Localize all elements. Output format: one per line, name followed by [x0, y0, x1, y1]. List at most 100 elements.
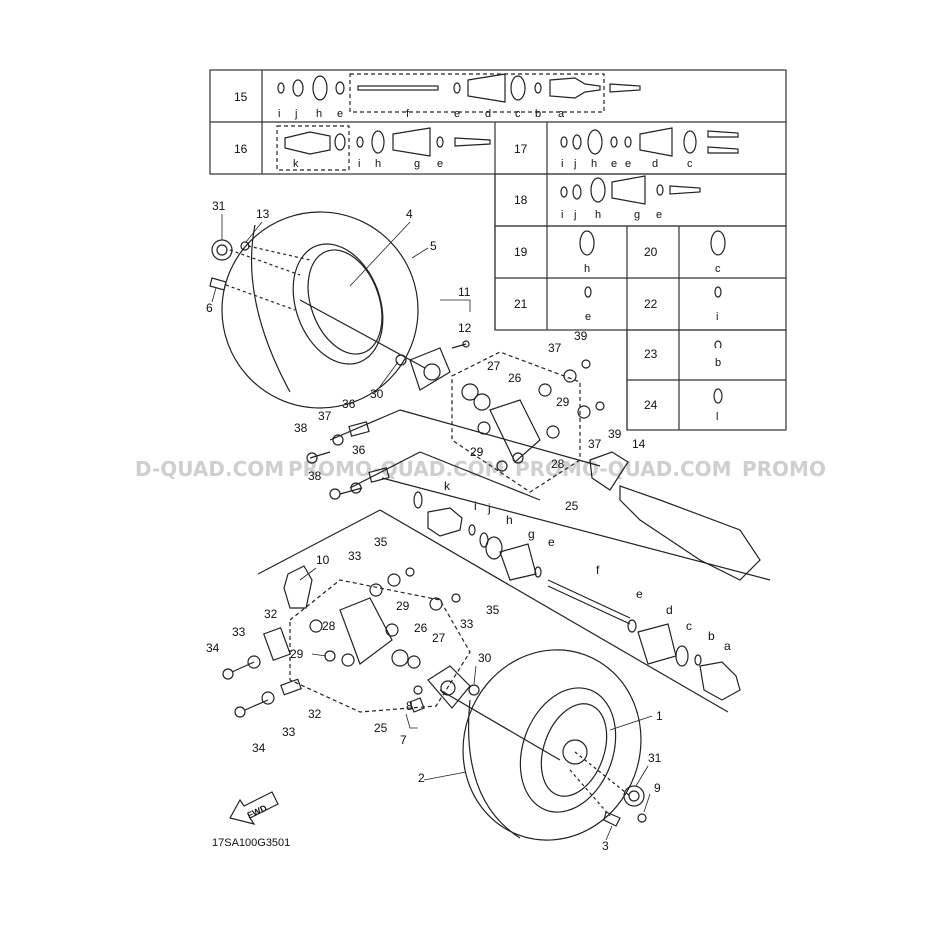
callout-4: 4	[406, 207, 413, 221]
lower-arm-assembly	[222, 565, 561, 761]
callout-33-a: 33	[348, 549, 362, 563]
callout-35-b: 35	[486, 603, 500, 617]
callout-j: j	[487, 501, 491, 515]
callout-26-top: 26	[508, 371, 522, 385]
callout-34-b: 34	[252, 741, 266, 755]
callout-31-low: 31	[648, 751, 662, 765]
r15-d: d	[485, 108, 491, 120]
watermark-text-1: D-QUAD.COM	[135, 457, 284, 481]
r15-a: a	[558, 108, 565, 120]
r16-i: i	[358, 158, 360, 170]
callout-h: h	[506, 513, 513, 527]
callout-25-top: 25	[565, 499, 579, 513]
r17-e2: e	[625, 158, 631, 170]
r17-i: i	[561, 158, 563, 170]
callout-c: c	[686, 619, 692, 633]
callout-2: 2	[418, 771, 425, 785]
callout-14: 14	[632, 437, 646, 451]
r15-j: j	[294, 108, 297, 120]
callout-6: 6	[206, 301, 213, 315]
upper-arm-assembly	[306, 351, 629, 501]
row-num-17: 17	[514, 142, 528, 156]
part-19-clamp	[579, 230, 595, 256]
r20-c: c	[715, 263, 721, 275]
callout-37-a: 37	[548, 341, 562, 355]
r15-e1: e	[337, 108, 343, 120]
r22-i: i	[716, 311, 718, 323]
callout-33-b: 33	[460, 617, 474, 631]
callout-a: a	[724, 639, 731, 653]
callout-27-top: 27	[487, 359, 501, 373]
callout-b: b	[708, 629, 715, 643]
drive-shaft-assembly	[257, 477, 771, 713]
row-num-21: 21	[514, 297, 528, 311]
callout-1: 1	[656, 709, 663, 723]
callout-30-top: 30	[370, 387, 384, 401]
r17-e1: e	[611, 158, 617, 170]
callout-5: 5	[430, 239, 437, 253]
r19-h: h	[584, 263, 590, 275]
callout-25-low: 25	[374, 721, 388, 735]
callout-38-a: 38	[294, 421, 308, 435]
row17-parts	[560, 127, 739, 157]
callout-36-b: 36	[352, 443, 366, 457]
callout-29-c: 29	[396, 599, 410, 613]
fwd-label: FWD	[246, 803, 269, 821]
r18-h: h	[595, 209, 601, 221]
r18-g: g	[634, 209, 640, 221]
row15-parts	[277, 73, 641, 103]
callout-36-a: 36	[342, 397, 356, 411]
row18-parts	[560, 175, 701, 205]
callout-30-low: 30	[478, 651, 492, 665]
r23-b: b	[715, 357, 721, 369]
callouts: 31 13 4 5 6 11 12 30 37 39 27 26 29 36 3…	[206, 199, 731, 853]
row-num-22: 22	[644, 297, 658, 311]
r15-i: i	[278, 108, 280, 120]
callout-12: 12	[458, 321, 472, 335]
callout-k: k	[444, 479, 451, 493]
callout-10: 10	[316, 553, 330, 567]
callout-39-a: 39	[574, 329, 588, 343]
callout-26-low: 26	[414, 621, 428, 635]
callout-e-2: e	[636, 587, 643, 601]
row16-parts	[284, 127, 491, 157]
watermark-text-2: PROMO-QUAD.COM	[288, 457, 505, 481]
r18-j: j	[573, 209, 576, 221]
callout-29-a: 29	[556, 395, 570, 409]
r15-h: h	[316, 108, 322, 120]
part-21-clip	[584, 286, 592, 298]
r15-b: b	[535, 108, 541, 120]
callout-11: 11	[458, 285, 471, 299]
diagram-code: 17SA100G3501	[212, 837, 290, 849]
callout-e-1: e	[548, 535, 555, 549]
r17-j: j	[573, 158, 576, 170]
row-num-24: 24	[644, 398, 658, 412]
callout-7: 7	[400, 733, 407, 747]
callout-g: g	[528, 527, 535, 541]
callout-3: 3	[602, 839, 609, 853]
callout-9: 9	[654, 781, 661, 795]
watermark: D-QUAD.COM PROMO-QUAD.COM PROMO-QUAD.COM…	[135, 457, 826, 481]
callout-28-top: 28	[551, 457, 565, 471]
callout-8: 8	[406, 699, 413, 713]
r15-c: c	[515, 108, 521, 120]
fwd-arrow: FWD	[229, 791, 279, 825]
row-num-16: 16	[234, 142, 248, 156]
callout-d: d	[666, 603, 673, 617]
r15-e2: e	[454, 108, 460, 120]
callout-37-b: 37	[318, 409, 332, 423]
lower-wheel-assembly	[462, 649, 647, 841]
r16-k: k	[293, 158, 299, 170]
upper-wheel-assembly	[209, 211, 470, 409]
parts-table: 15 16 17 18 19 20 21 22 23 24 i j h e f …	[209, 69, 787, 431]
callout-27-low: 27	[432, 631, 446, 645]
r21-e: e	[585, 311, 591, 323]
part-22-clip	[714, 286, 722, 298]
callout-i: i	[474, 499, 477, 513]
r18-e: e	[656, 209, 662, 221]
r16-g: g	[414, 158, 420, 170]
r18-i: i	[561, 209, 563, 221]
r17-c: c	[687, 158, 693, 170]
part-20-clamp	[710, 230, 726, 256]
callout-31-top: 31	[212, 199, 226, 213]
